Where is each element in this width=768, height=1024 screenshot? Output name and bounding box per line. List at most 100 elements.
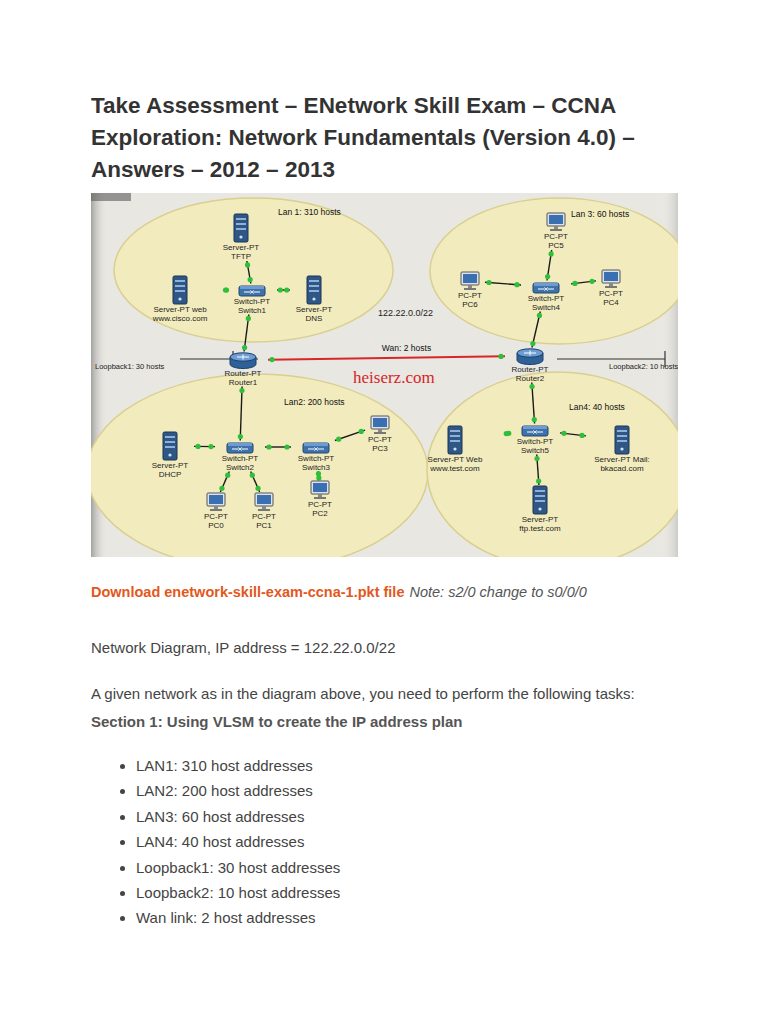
device-label: PC-PT PC2 bbox=[305, 500, 335, 518]
device-label: PC-PT PC4 bbox=[596, 289, 626, 307]
device-label: Router-PT Router2 bbox=[505, 365, 555, 383]
network-device: Server-PT web www.cisco.com bbox=[135, 275, 225, 323]
ethernet-link bbox=[504, 431, 512, 437]
page-title: Take Assessment – ENetwork Skill Exam – … bbox=[91, 90, 691, 186]
device-icon bbox=[302, 441, 330, 454]
device-label: Switch-PT Switch4 bbox=[521, 294, 571, 312]
network-photo: Lan 1: 310 hostsServer-PT TFTP Server-PT … bbox=[91, 193, 678, 557]
ethernet-link bbox=[250, 472, 261, 493]
network-device: Server-PT TFTP bbox=[217, 213, 265, 261]
device-icon bbox=[233, 213, 249, 243]
device-label: PC-PT PC6 bbox=[455, 291, 485, 309]
paragraph: A given network as in the diagram above,… bbox=[91, 684, 731, 704]
lan-label: Lan 3: 60 hosts bbox=[571, 209, 629, 219]
download-row: Download enetwork-skill-exam-ccna-1.pkt … bbox=[91, 582, 711, 602]
ethernet-link bbox=[335, 429, 365, 442]
device-icon bbox=[516, 348, 544, 365]
lan-region: Lan 3: 60 hostsPC-PT PC5PC-PT PC6 Switch-… bbox=[428, 196, 678, 346]
device-label: Server-PT Web www.test.com bbox=[405, 455, 505, 473]
network-device: Switch-PT Switch1 bbox=[227, 284, 277, 315]
loopback-label: Loopback2: 10 hosts bbox=[609, 363, 678, 371]
ethernet-link bbox=[571, 279, 596, 286]
network-device: Switch-PT Switch3 bbox=[291, 441, 341, 472]
device-icon bbox=[369, 415, 391, 435]
ethernet-link bbox=[560, 431, 586, 438]
task-item: Loopback2: 10 host addresses bbox=[136, 880, 736, 905]
link-label: Wan: 2 hosts bbox=[380, 343, 433, 353]
task-item: LAN3: 60 host addresses bbox=[136, 804, 736, 829]
ethernet-link bbox=[245, 261, 253, 284]
device-icon bbox=[459, 271, 481, 291]
ethernet-link bbox=[545, 250, 554, 281]
ethernet-link bbox=[242, 315, 251, 352]
section-heading: Section 1: Using VLSM to create the IP a… bbox=[91, 712, 731, 732]
lan-region: Lan 1: 310 hostsServer-PT TFTP Server-PT … bbox=[112, 196, 395, 344]
task-item: Loopback1: 30 host addresses bbox=[136, 855, 736, 880]
ethernet-link bbox=[219, 472, 230, 493]
watermark: heiserz.com bbox=[353, 369, 435, 388]
device-label: Server-PT DNS bbox=[290, 305, 338, 323]
device-icon bbox=[253, 492, 275, 512]
ethernet-link bbox=[530, 312, 542, 348]
lan-label: Lan 1: 310 hosts bbox=[278, 207, 341, 217]
device-icon bbox=[238, 284, 266, 297]
task-item: LAN2: 200 host addresses bbox=[136, 778, 736, 803]
ethernet-link bbox=[316, 471, 322, 480]
device-label: Switch-PT Switch3 bbox=[291, 454, 341, 472]
network-device: PC-PT PC4 bbox=[596, 269, 626, 307]
task-item: LAN1: 310 host addresses bbox=[136, 753, 736, 778]
device-icon bbox=[614, 425, 630, 455]
task-list: LAN1: 310 host addressesLAN2: 200 host a… bbox=[91, 753, 736, 931]
network-device: Server-PT Mail: bkacad.com bbox=[586, 425, 658, 473]
task-item: LAN4: 40 host addresses bbox=[136, 829, 736, 854]
ethernet-link bbox=[534, 455, 541, 486]
ethernet-link bbox=[223, 287, 229, 292]
note: Note: s2/0 change to s0/0/0 bbox=[409, 584, 586, 600]
device-icon bbox=[309, 480, 331, 500]
ethernet-link bbox=[485, 280, 521, 287]
device-icon bbox=[545, 212, 567, 232]
device-icon bbox=[226, 441, 254, 454]
network-device: Switch-PT Switch2 bbox=[215, 441, 265, 472]
network-device: Server-PT ftp.test.com bbox=[512, 485, 568, 533]
device-label: Server-PT DHCP bbox=[146, 461, 194, 479]
network-device: PC-PT PC3 bbox=[365, 415, 395, 453]
device-icon bbox=[532, 281, 560, 294]
device-icon bbox=[600, 269, 622, 289]
network-device: Server-PT Web www.test.com bbox=[405, 425, 505, 473]
paragraph: Network Diagram, IP address = 122.22.0.0… bbox=[91, 638, 731, 658]
network-device: PC-PT PC0 bbox=[201, 492, 231, 530]
ethernet-link bbox=[529, 383, 536, 424]
network-device: Server-PT DNS bbox=[290, 275, 338, 323]
ethernet-link bbox=[238, 387, 245, 441]
device-label: Switch-PT Switch2 bbox=[215, 454, 265, 472]
device-label: Server-PT Mail: bkacad.com bbox=[586, 455, 658, 473]
network-device: PC-PT PC6 bbox=[455, 271, 485, 309]
device-icon bbox=[172, 275, 188, 305]
device-icon bbox=[162, 431, 178, 461]
device-label: PC-PT PC3 bbox=[365, 435, 395, 453]
device-label: Server-PT ftp.test.com bbox=[512, 515, 568, 533]
task-item: Wan link: 2 host addresses bbox=[136, 905, 736, 930]
network-device: PC-PT PC1 bbox=[249, 492, 279, 530]
device-icon bbox=[521, 424, 549, 437]
lan-region: Lan2: 200 hostsServer-PT DHCP Switch-PT S… bbox=[91, 372, 430, 557]
device-icon bbox=[532, 485, 548, 515]
device-icon bbox=[447, 425, 463, 455]
device-label: PC-PT PC0 bbox=[201, 512, 231, 530]
lan-label: Lan4: 40 hosts bbox=[569, 402, 625, 412]
device-icon bbox=[229, 352, 257, 369]
device-label: Server-PT TFTP bbox=[217, 243, 265, 261]
network-device: PC-PT PC2 bbox=[305, 480, 335, 518]
device-label: PC-PT PC5 bbox=[541, 232, 571, 250]
ethernet-link bbox=[194, 444, 215, 449]
lan-region: Lan4: 40 hostsServer-PT Web www.test.com… bbox=[425, 370, 678, 557]
network-device: Router-PT Router2 bbox=[505, 348, 555, 383]
device-icon bbox=[205, 492, 227, 512]
device-icon bbox=[306, 275, 322, 305]
ethernet-link bbox=[277, 287, 290, 292]
network-device: Server-PT DHCP bbox=[146, 431, 194, 479]
network-address: 122.22.0.0/22 bbox=[378, 309, 433, 319]
lan-label: Lan2: 200 hosts bbox=[284, 397, 345, 407]
